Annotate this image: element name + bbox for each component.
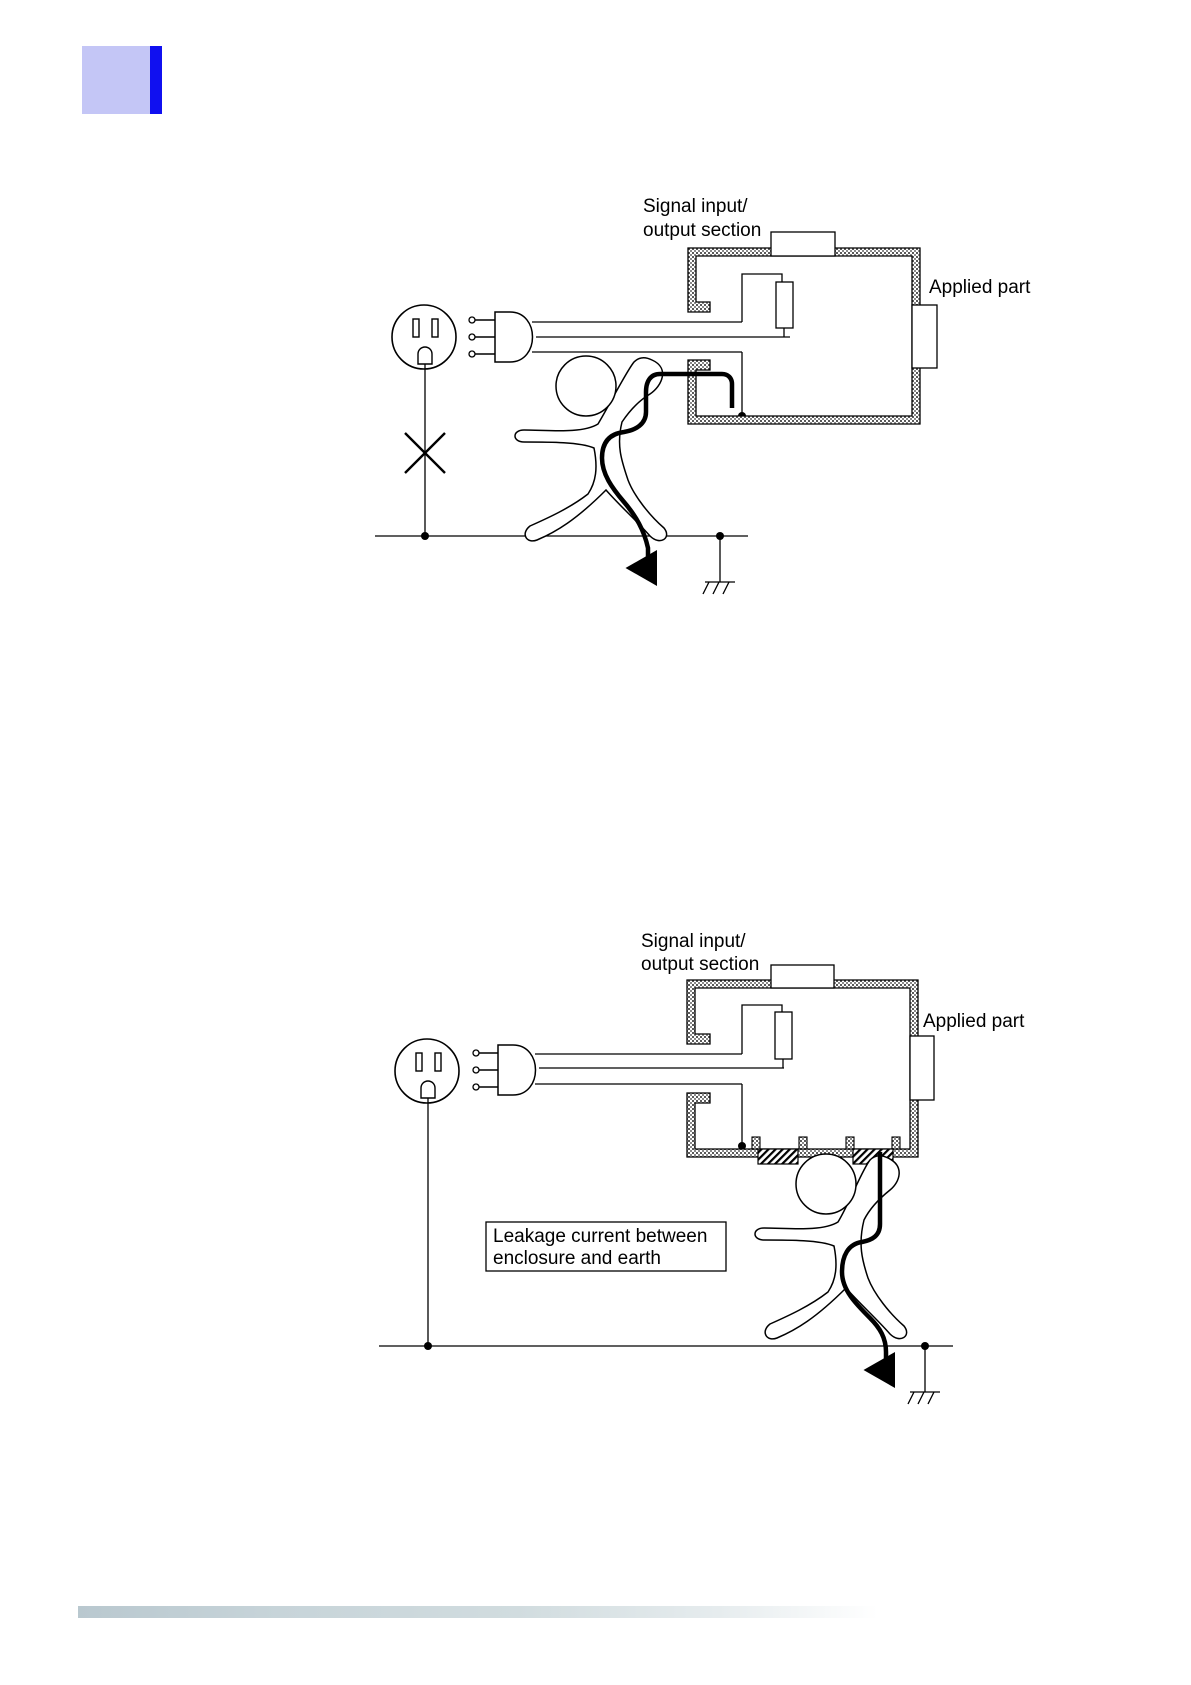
applied-part bbox=[912, 305, 937, 368]
earth-symbol-icon bbox=[908, 1346, 940, 1404]
power-outlet bbox=[395, 1039, 459, 1103]
power-plug bbox=[473, 1045, 536, 1095]
signal-io-label-line2: output section bbox=[643, 220, 761, 241]
earth-symbol-icon bbox=[703, 536, 735, 594]
person-figure bbox=[515, 356, 667, 541]
signal-io-section bbox=[771, 232, 835, 256]
applied-part bbox=[910, 1036, 934, 1100]
power-outlet bbox=[392, 305, 456, 369]
enclosure-contact-left bbox=[758, 1149, 798, 1164]
person-figure bbox=[755, 1154, 907, 1339]
leakage-label-line2: enclosure and earth bbox=[493, 1248, 661, 1269]
diagram-2: Leakage current between enclosure and ea… bbox=[379, 931, 1025, 1404]
diagram-1: Signal input/ output section Applied par… bbox=[375, 196, 1031, 594]
applied-part-label: Applied part bbox=[929, 277, 1031, 298]
resistor bbox=[775, 1012, 792, 1059]
power-plug bbox=[469, 312, 533, 362]
signal-io-label-line1: Signal input/ bbox=[641, 931, 746, 952]
footer-band bbox=[78, 1606, 878, 1618]
device-enclosure bbox=[688, 248, 920, 424]
leakage-label-line1: Leakage current between bbox=[493, 1226, 707, 1247]
signal-io-section bbox=[771, 965, 834, 988]
applied-part-label: Applied part bbox=[923, 1011, 1025, 1032]
resistor bbox=[776, 282, 793, 328]
signal-io-label-line1: Signal input/ bbox=[643, 196, 748, 217]
signal-io-label-line2: output section bbox=[641, 954, 759, 975]
